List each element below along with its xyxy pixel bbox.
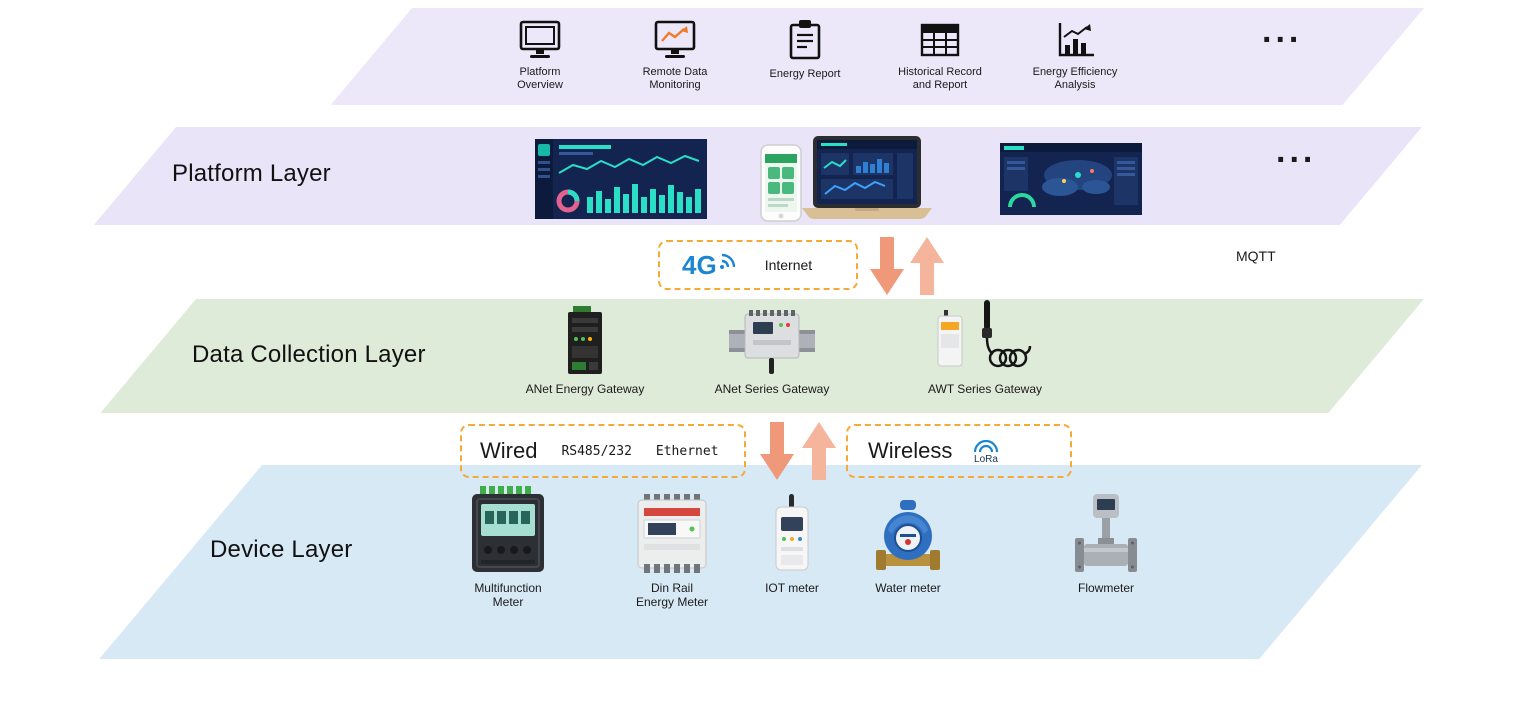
awt-series-gateway-image [937, 300, 1032, 368]
rs485-label: RS485/232 [561, 443, 632, 459]
app-item-label: Remote Data Monitoring [642, 66, 708, 91]
gateway-label: ANet Series Gateway [714, 382, 830, 396]
upload-arrow-icon [910, 237, 944, 295]
water-meter-image [876, 500, 940, 570]
wireless-label: Wireless [868, 438, 953, 463]
device-label: Water meter [875, 581, 941, 595]
device-label: IOT meter [765, 581, 819, 595]
application-band [330, 8, 1425, 105]
app-item-label: Historical Record and Report [898, 66, 982, 91]
wireless-box: Wireless LoRa [846, 424, 1072, 478]
din-rail-energy-meter-image [637, 494, 707, 573]
lora-icon: LoRa [974, 439, 999, 465]
device-label: Multifunction Meter [474, 581, 542, 609]
4g-label: 4G [682, 250, 717, 280]
bar-chart-icon [1058, 23, 1094, 57]
iot-meter-image [775, 494, 809, 571]
flowmeter-image [1075, 494, 1137, 572]
map-dashboard-screenshot [1000, 143, 1142, 215]
internet-label: Internet [764, 257, 813, 273]
application-ellipsis: ... [1262, 12, 1303, 50]
web-dashboard-screenshot [535, 139, 707, 219]
multifunction-meter-image [472, 486, 544, 572]
laptop-dashboard-screenshot [802, 136, 932, 219]
platform-layer-title: Platform Layer [172, 160, 331, 187]
gateway-label: AWT Series Gateway [927, 382, 1043, 396]
upload-arrow-icon [802, 422, 836, 480]
platform-ellipsis: ... [1276, 132, 1317, 170]
table-icon [920, 23, 960, 57]
app-item-label: Platform Overview [517, 66, 563, 91]
mqtt-label: MQTT [1236, 248, 1276, 264]
device-layer-title: Device Layer [210, 536, 353, 563]
device-label: Din Rail Energy Meter [635, 581, 709, 609]
cellular-internet-box: 4G Internet [658, 240, 858, 290]
monitor-icon [519, 20, 561, 58]
anet-series-gateway-image [729, 310, 815, 374]
gateway-label: ANet Energy Gateway [525, 382, 645, 396]
app-item-label: Energy Efficiency Analysis [1032, 66, 1118, 91]
wired-box: Wired RS485/232 Ethernet [460, 424, 746, 478]
data-collection-layer-title: Data Collection Layer [192, 341, 426, 368]
signal-icon [719, 253, 735, 269]
download-arrow-icon [870, 237, 904, 295]
download-arrow-icon [760, 422, 794, 480]
monitor-chart-icon [654, 20, 696, 58]
lora-label: LoRa [974, 454, 998, 465]
app-item-label: Energy Report [769, 68, 841, 80]
ethernet-label: Ethernet [655, 443, 719, 459]
report-icon [789, 20, 821, 60]
mobile-app-screenshot [760, 144, 802, 222]
device-label: Flowmeter [1077, 581, 1135, 595]
anet-energy-gateway-image [568, 306, 602, 374]
wired-label: Wired [480, 438, 538, 463]
